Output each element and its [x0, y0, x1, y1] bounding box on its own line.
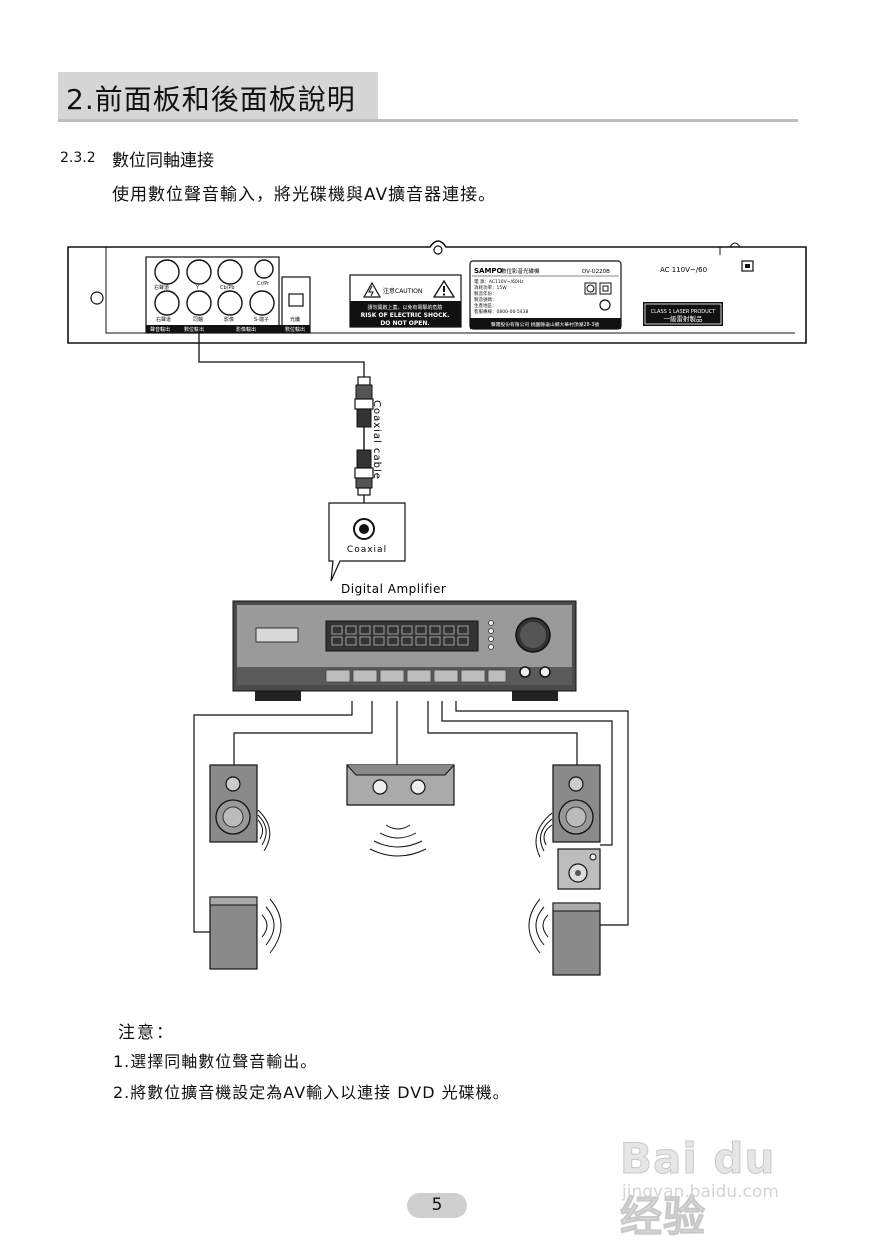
- spec-voltage: 電 源：AC110V~/60Hz: [474, 278, 524, 285]
- group-label-3: 影像輸出: [236, 326, 256, 333]
- display-digits: [331, 625, 469, 646]
- product-name: 數位影音光碟機: [501, 267, 540, 275]
- coaxial-callout: Coaxial: [328, 502, 406, 582]
- warning-cn: 請勿開啟上蓋，以免有電擊的危險: [367, 304, 442, 311]
- group-label-1: 聲音輸出: [150, 326, 170, 333]
- note-item-2: 2.將數位擴音機設定為AV輸入以連接 DVD 光碟機。: [113, 1083, 510, 1102]
- laser-en: CLASS 1 LASER PRODUCT: [651, 309, 717, 315]
- front-right-sound-waves: [535, 812, 553, 858]
- section-description: 使用數位聲音輸入，將光碟機與AV擴音器連接。: [112, 185, 497, 205]
- amplifier-label: Digital Amplifier: [341, 582, 446, 596]
- caution-text: 注意CAUTION: [383, 287, 422, 295]
- spec-power: 消耗功率：15W: [474, 284, 507, 291]
- jack-label-bottom-3: 影像: [224, 316, 234, 323]
- group-label-2: 數位輸出: [184, 326, 204, 333]
- front-left-sound-waves: [257, 809, 271, 852]
- caution-label: 注意CAUTION 請勿開啟上蓋，以免有電擊的危險 RISK OF ELECTR…: [349, 274, 462, 328]
- connection-diagram: AC 110V~/60 右聲道 Y Cb/Pb Cr/Pr 右聲道 同軸 影像 …: [67, 240, 807, 976]
- section-header-bar: [58, 72, 378, 120]
- watermark-url: jingyan.baidu.com: [622, 1182, 779, 1202]
- center-sound-waves: [369, 824, 427, 857]
- section-header-rule: [58, 119, 798, 122]
- power-label: AC 110V~/60: [660, 266, 707, 274]
- rating-label: SAMPO 數位影音光碟機 DV-U220B 電 源：AC110V~/60Hz …: [469, 260, 622, 330]
- subwoofer: [557, 848, 601, 890]
- group-label-4: 數位輸出: [285, 326, 305, 333]
- notes-title: 注意：: [118, 1023, 175, 1043]
- center-speaker: [346, 764, 455, 806]
- amplifier: [232, 600, 577, 701]
- dvd-back-panel: AC 110V~/60 右聲道 Y Cb/Pb Cr/Pr 右聲道 同軸 影像 …: [67, 240, 807, 344]
- jack-label-bottom-2: 同軸: [193, 316, 203, 323]
- page-number: 5: [407, 1193, 467, 1218]
- rear-right-sound-waves: [528, 898, 549, 954]
- jack-label-bottom-5: 光纖: [290, 316, 300, 323]
- speaker-wires: [193, 701, 629, 933]
- brand-logo: SAMPO: [474, 267, 503, 275]
- jack-label-top-3: Cb/Pb: [220, 285, 235, 291]
- section-number: 2.3.2: [60, 150, 96, 166]
- front-left-speaker: [209, 764, 258, 843]
- rear-right-speaker: [552, 902, 601, 976]
- laser-label: CLASS 1 LASER PRODUCT 一級雷射製品: [643, 302, 723, 326]
- cable-label: Coaxial cable: [371, 400, 382, 480]
- front-right-speaker: [552, 764, 601, 843]
- warning-en-1: RISK OF ELECTRIC SHOCK.: [361, 312, 450, 319]
- rear-left-speaker: [209, 896, 258, 970]
- spec-date: 製造年份：: [474, 290, 497, 297]
- spec-origin: 生產地區：: [474, 302, 497, 309]
- rear-left-sound-waves: [261, 898, 282, 954]
- section-title: 數位同軸連接: [112, 151, 214, 171]
- spec-serial: 製造號碼：: [474, 296, 497, 303]
- note-item-1: 1.選擇同軸數位聲音輸出。: [113, 1052, 318, 1071]
- warning-en-2: DO NOT OPEN.: [380, 320, 429, 327]
- model-number: DV-U220B: [582, 269, 610, 275]
- callout-port-label: Coaxial: [347, 545, 387, 555]
- coaxial-cable: Coaxial cable: [198, 327, 382, 515]
- jack-label-top-2: Y: [195, 285, 200, 291]
- jack-label-top-1: 右聲道: [154, 284, 169, 291]
- jack-label-bottom-4: S-端子: [254, 316, 269, 323]
- spec-phone: 客服專線：0800-00-5438: [474, 308, 529, 315]
- page-title: 2.前面板和後面板說明: [66, 83, 356, 116]
- jack-label-bottom-1: 右聲道: [156, 316, 171, 323]
- watermark-logo: Bai du 经验: [620, 1134, 776, 1242]
- laser-cn: 一級雷射製品: [664, 314, 703, 323]
- company-line: 聲寶股份有限公司 桃園縣龜山鄉大華村頂湖28-3號: [491, 321, 600, 328]
- jack-label-top-4: Cr/Pr: [257, 281, 270, 287]
- baidu-watermark: Bai du 经验 jingyan.baidu.com: [620, 1120, 820, 1242]
